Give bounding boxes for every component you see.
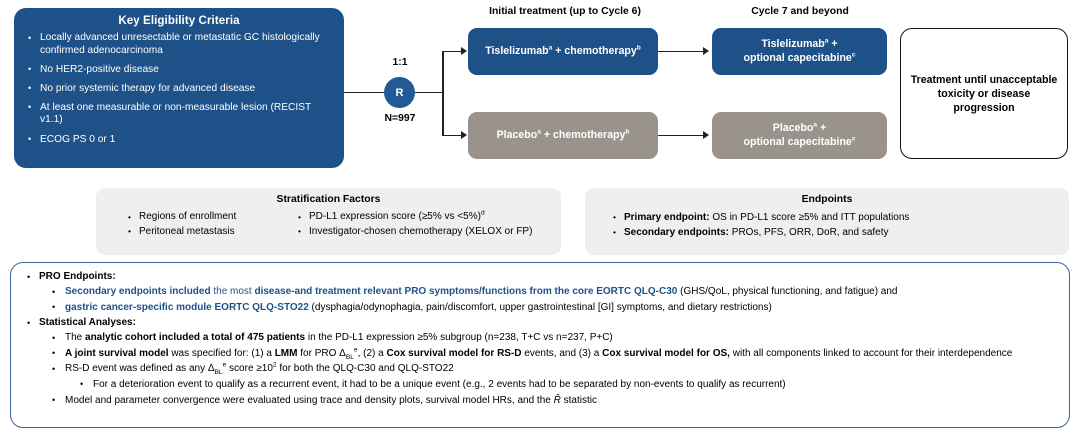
list-item: No prior systemic therapy for advanced d…	[24, 82, 334, 96]
list-item: Locally advanced unresectable or metasta…	[24, 31, 334, 57]
list-item: PD-L1 expression score (≥5% vs <5%)d	[296, 210, 532, 225]
endpoints-list: Primary endpoint: OS in PD-L1 score ≥5% …	[585, 210, 1069, 240]
arrow-to-control-arm	[461, 131, 467, 139]
column-header-initial-treatment: Initial treatment (up to Cycle 6)	[489, 6, 641, 17]
arrow-to-active-arm	[461, 47, 467, 55]
stratification-column-right: PD-L1 expression score (≥5% vs <5%)d Inv…	[296, 210, 532, 239]
connector-split-vertical	[442, 51, 444, 135]
endpoints-title: Endpoints	[801, 194, 853, 205]
stratification-title: Stratification Factors	[276, 194, 381, 205]
arm-box-initial-active: Tislelizumaba + chemotherapyb	[468, 28, 658, 75]
eligibility-criteria-box: Key Eligibility Criteria Locally advance…	[14, 8, 344, 168]
arm-label: Placeboa + chemotherapyb	[496, 128, 630, 141]
connector-randomization-stem	[415, 91, 443, 94]
pro-endpoints-heading: PRO Endpoints:	[21, 270, 1061, 284]
statistical-analyses-heading: Statistical Analyses:	[21, 316, 1061, 330]
randomization-ratio-label: 1:1	[392, 57, 408, 68]
list-item: Primary endpoint: OS in PD-L1 score ≥5% …	[611, 210, 1069, 225]
stats-line-recurrent-event: For a deterioration event to qualify as …	[21, 377, 1061, 393]
stratification-panel: Stratification Factors Regions of enroll…	[96, 188, 561, 255]
arm-box-cycle7-active: Tislelizumaba +optional capecitabinec	[712, 28, 887, 75]
arm-label: Tislelizumaba + chemotherapyb	[485, 44, 641, 57]
stats-line-rsd-definition: RS-D event was defined as any ΔBLe score…	[21, 362, 1061, 377]
list-item: Peritoneal metastasis	[126, 224, 296, 240]
stats-line-joint-model: A joint survival model was specified for…	[21, 346, 1061, 362]
connector-control-to-cycle7	[658, 134, 704, 137]
stats-line-analytic-cohort: The analytic cohort included a total of …	[21, 331, 1061, 346]
arm-box-cycle7-control: Placeboa +optional capecitabinec	[712, 112, 887, 159]
stratification-column-left: Regions of enrollment Peritoneal metasta…	[126, 210, 296, 239]
pro-endpoints-detail-line1: Secondary endpoints included the most di…	[21, 285, 1061, 300]
eligibility-title: Key Eligibility Criteria	[118, 15, 240, 27]
column-header-cycle7: Cycle 7 and beyond	[751, 6, 849, 17]
pro-endpoints-detail-line2: gastric cancer-specific module EORTC QLQ…	[21, 300, 1061, 316]
list-item: No HER2-positive disease	[24, 63, 334, 77]
connector-to-active-arm	[442, 50, 462, 53]
analysis-details-panel: PRO Endpoints: Secondary endpoints inclu…	[10, 262, 1070, 428]
list-item: ECOG PS 0 or 1	[24, 133, 334, 147]
list-item: Investigator-chosen chemotherapy (XELOX …	[296, 224, 532, 240]
treatment-duration-box: Treatment until unacceptable toxicity or…	[900, 28, 1068, 159]
connector-to-control-arm	[442, 134, 462, 137]
eligibility-list: Locally advanced unresectable or metasta…	[24, 31, 334, 147]
arrow-active-to-cycle7	[703, 47, 709, 55]
arrow-control-to-cycle7	[703, 131, 709, 139]
connector-active-to-cycle7	[658, 50, 704, 53]
list-item: Secondary endpoints: PROs, PFS, ORR, DoR…	[611, 225, 1069, 240]
arm-label: Placeboa +optional capecitabinec	[743, 121, 856, 148]
list-item: Regions of enrollment	[126, 210, 296, 225]
arm-label: Tislelizumaba +optional capecitabinec	[743, 37, 856, 64]
stats-line-convergence: Model and parameter convergence were eva…	[21, 393, 1061, 409]
randomization-node: R	[384, 77, 415, 108]
endpoints-panel: Endpoints Primary endpoint: OS in PD-L1 …	[585, 188, 1069, 255]
list-item: At least one measurable or non-measurabl…	[24, 101, 334, 127]
connector-eligibility-to-randomization	[344, 91, 384, 94]
stratification-columns: Regions of enrollment Peritoneal metasta…	[96, 210, 561, 239]
sample-size-label: N=997	[384, 113, 416, 124]
arm-box-initial-control: Placeboa + chemotherapyb	[468, 112, 658, 159]
